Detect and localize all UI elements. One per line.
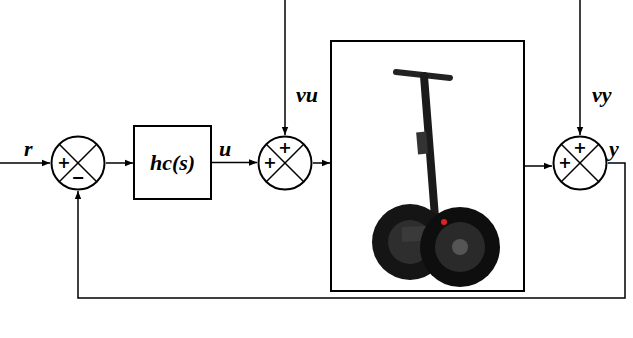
signal-wire <box>525 165 552 167</box>
summing-junction: +− <box>50 135 106 191</box>
sign-symbol: − <box>71 170 84 186</box>
signal-name: r <box>24 137 33 161</box>
signal-wire <box>106 162 133 164</box>
signal-wire <box>212 162 257 164</box>
segway-illustration <box>332 42 523 290</box>
sign-symbol: + <box>558 155 571 171</box>
signal-name: u <box>219 137 231 161</box>
plant-box <box>330 40 525 292</box>
signal-name: vu <box>296 83 318 107</box>
sign-symbol: + <box>278 140 291 156</box>
summing-junction: ++ <box>552 135 608 191</box>
input-arrow <box>0 162 50 164</box>
signal-name: vy <box>592 83 612 107</box>
signal-wire <box>313 162 330 164</box>
sign-symbol: + <box>263 155 276 171</box>
noise-arrow <box>579 0 581 135</box>
sign-symbol: + <box>57 155 70 171</box>
sign-symbol: + <box>573 140 586 156</box>
controller-box: hc(s) <box>133 125 212 200</box>
signal-name: y <box>609 137 619 161</box>
summing-junction: ++ <box>257 135 313 191</box>
disturbance-arrow <box>284 0 286 135</box>
transfer-function: hc(s) <box>150 150 195 176</box>
